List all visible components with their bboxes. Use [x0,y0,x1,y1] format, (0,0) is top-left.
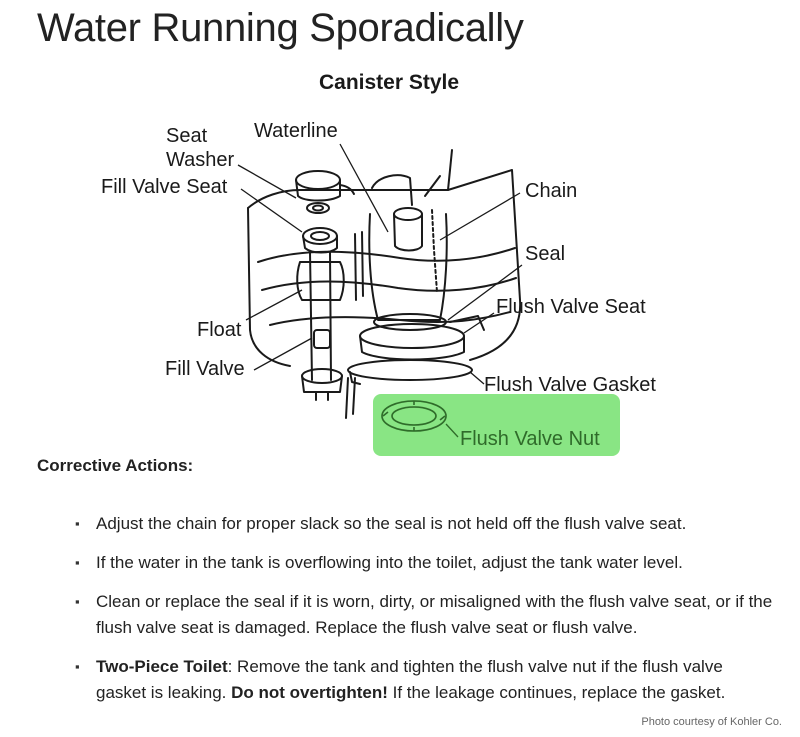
seal-part [373,313,447,331]
label-flush-valve-seat: Flush Valve Seat [496,296,646,318]
corrective-actions-heading: Corrective Actions: [37,456,194,475]
bullet-icon: ▪ [75,594,80,609]
label-waterline: Waterline [254,120,338,142]
list-item: ▪ If the water in the tank is overflowin… [75,550,775,576]
label-fill-valve: Fill Valve [165,358,245,380]
float-part [296,261,345,301]
canister-body [368,213,448,321]
leader-fill-valve [253,337,313,371]
label-flush-valve-gasket: Flush Valve Gasket [484,374,656,396]
label-seat: Seat [166,125,208,147]
list-item-warning: Do not overtighten! [231,683,388,702]
list-item-text: Adjust the chain for proper slack so the… [96,514,687,533]
leader-fill-valve-seat [240,188,303,233]
leader-flush-valve-nut [445,423,459,438]
leader-seal [447,264,523,321]
leader-waterline [339,143,389,233]
label-chain: Chain [525,180,577,202]
list-item-text: If the water in the tank is overflowing … [96,553,683,572]
photo-credit: Photo courtesy of Kohler Co. [641,716,782,728]
list-item-lead: Two-Piece Toilet [96,657,228,676]
tank-outline [247,169,522,361]
diagram-title: Canister Style [318,71,460,94]
label-flush-valve-nut: Flush Valve Nut [460,428,600,450]
fill-valve-seat-part [302,227,338,245]
leader-washer [237,164,297,199]
flush-valve-nut-highlight [373,394,620,456]
page-title: Water Running Sporadically [37,6,524,50]
corrective-actions-list: ▪ Adjust the chain for proper slack so t… [75,511,775,719]
label-seal: Seal [525,243,565,265]
list-item-text: Clean or replace the seal if it is worn,… [96,592,773,637]
leader-float [245,289,303,321]
list-item: ▪ Two-Piece Toilet: Remove the tank and … [75,654,775,706]
bullet-icon: ▪ [75,555,80,570]
tank-left-wall [247,207,291,367]
label-fill-valve-seat: Fill Valve Seat [101,176,228,198]
waterline-tube [371,174,413,206]
leader-flush-valve-gasket [469,371,485,385]
chain-part [431,209,438,293]
toilet-tank-diagram: Seat Washer Fill Valve Seat Waterline Ch… [101,120,656,456]
leader-chain [439,192,521,241]
list-item: ▪ Clean or replace the seal if it is wor… [75,589,775,641]
list-item: ▪ Adjust the chain for proper slack so t… [75,511,775,537]
fill-valve-cap [295,170,341,190]
flush-valve-gasket-part [347,359,473,381]
seat-washer-part [306,202,330,214]
waterline-band [257,247,516,263]
label-washer: Washer [166,149,235,171]
leader-flush-valve-seat [463,312,495,334]
label-float: Float [197,319,242,341]
flush-valve-seat-part [359,323,465,349]
bullet-icon: ▪ [75,516,80,531]
list-item-text: : Remove the tank and tighten the flush … [96,657,723,702]
list-item-text: If the leakage continues, replace the ga… [387,683,726,702]
bullet-icon: ▪ [75,659,80,674]
